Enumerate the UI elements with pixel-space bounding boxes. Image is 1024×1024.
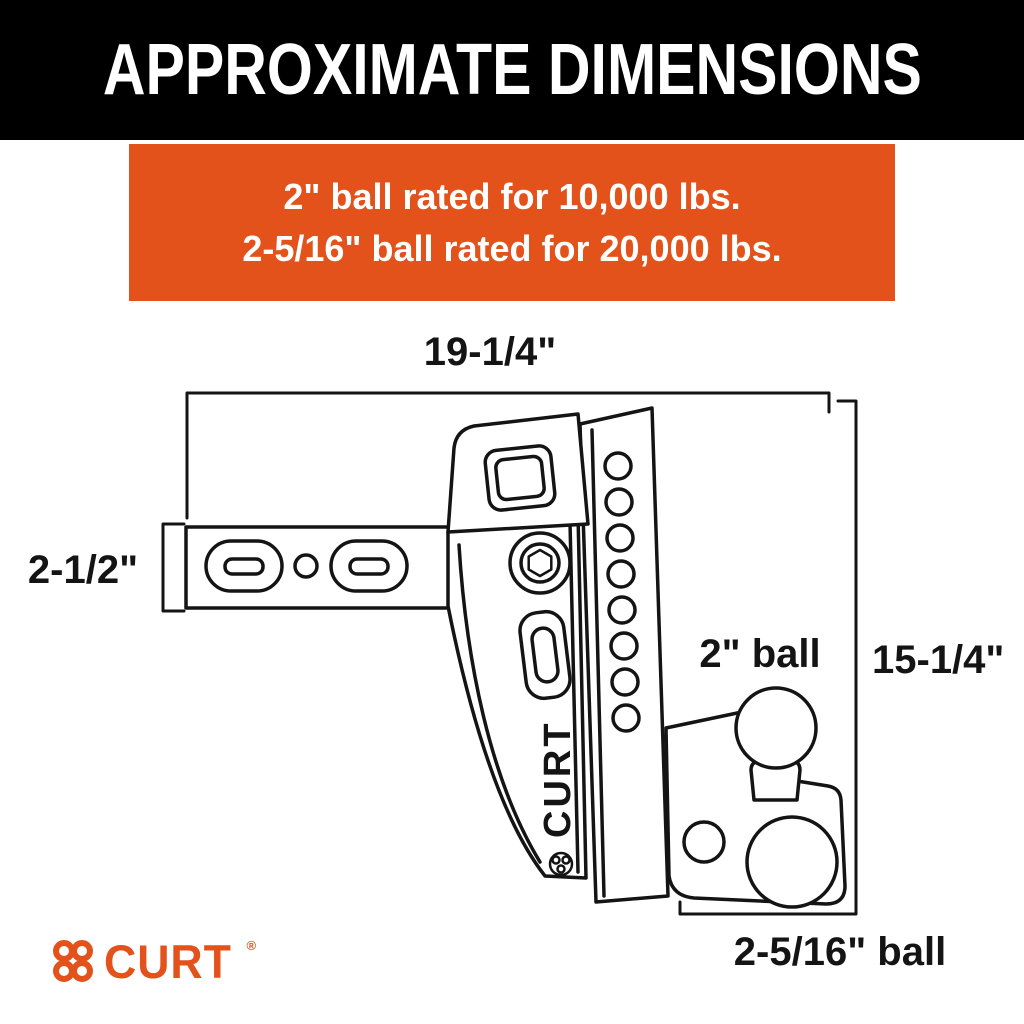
rating-line-1: 2" ball rated for 10,000 lbs. <box>283 175 741 217</box>
brand-logo: CURT ® <box>50 934 256 988</box>
body-web <box>446 512 588 880</box>
dim-shank-height-line <box>161 522 186 613</box>
dimension-overall-height-label: 15-1/4" <box>872 638 1005 682</box>
body-contour-right <box>568 520 580 874</box>
channel-inner-edge <box>590 428 606 898</box>
shank-pin-hole <box>293 553 319 579</box>
pivot-bolt-hex <box>527 548 553 578</box>
rating-line-2: 2-5/16" ball rated for 20,000 lbs. <box>242 227 782 269</box>
body-brand-text: CURT <box>537 720 579 838</box>
top-ball <box>734 686 818 770</box>
shank-slot-2-inner <box>348 557 390 576</box>
registered-mark: ® <box>246 938 257 953</box>
page-title: APPROXIMATE DIMENSIONS <box>102 30 922 110</box>
body-logo-mark <box>548 851 574 877</box>
bottom-ball <box>745 815 839 909</box>
curt-flower-icon <box>53 940 93 982</box>
hitch-drawing: CURT <box>184 406 847 909</box>
top-ball-label: 2" ball <box>699 632 821 676</box>
dim-overall-length-line <box>185 391 831 520</box>
head-window <box>483 444 557 512</box>
title-banner: APPROXIMATE DIMENSIONS <box>0 0 1024 140</box>
dimension-overall-length-label: 19-1/4" <box>423 330 557 374</box>
dim-overall-height-line <box>678 399 858 916</box>
dimension-shank-height-label: 2-1/2" <box>27 548 139 592</box>
bottom-ball-label: 2-5/16" ball <box>733 930 947 974</box>
rating-box: 2" ball rated for 10,000 lbs. 2-5/16" ba… <box>129 144 895 301</box>
shank-slot-1-inner <box>223 557 265 576</box>
brand-wordmark: CURT <box>104 934 232 988</box>
body-contour-left <box>457 543 542 864</box>
dimension-lines <box>161 391 858 916</box>
channel-holes <box>603 451 641 733</box>
body-slot <box>518 609 572 701</box>
shank-bar <box>184 525 454 610</box>
bracket-hole <box>682 820 726 864</box>
